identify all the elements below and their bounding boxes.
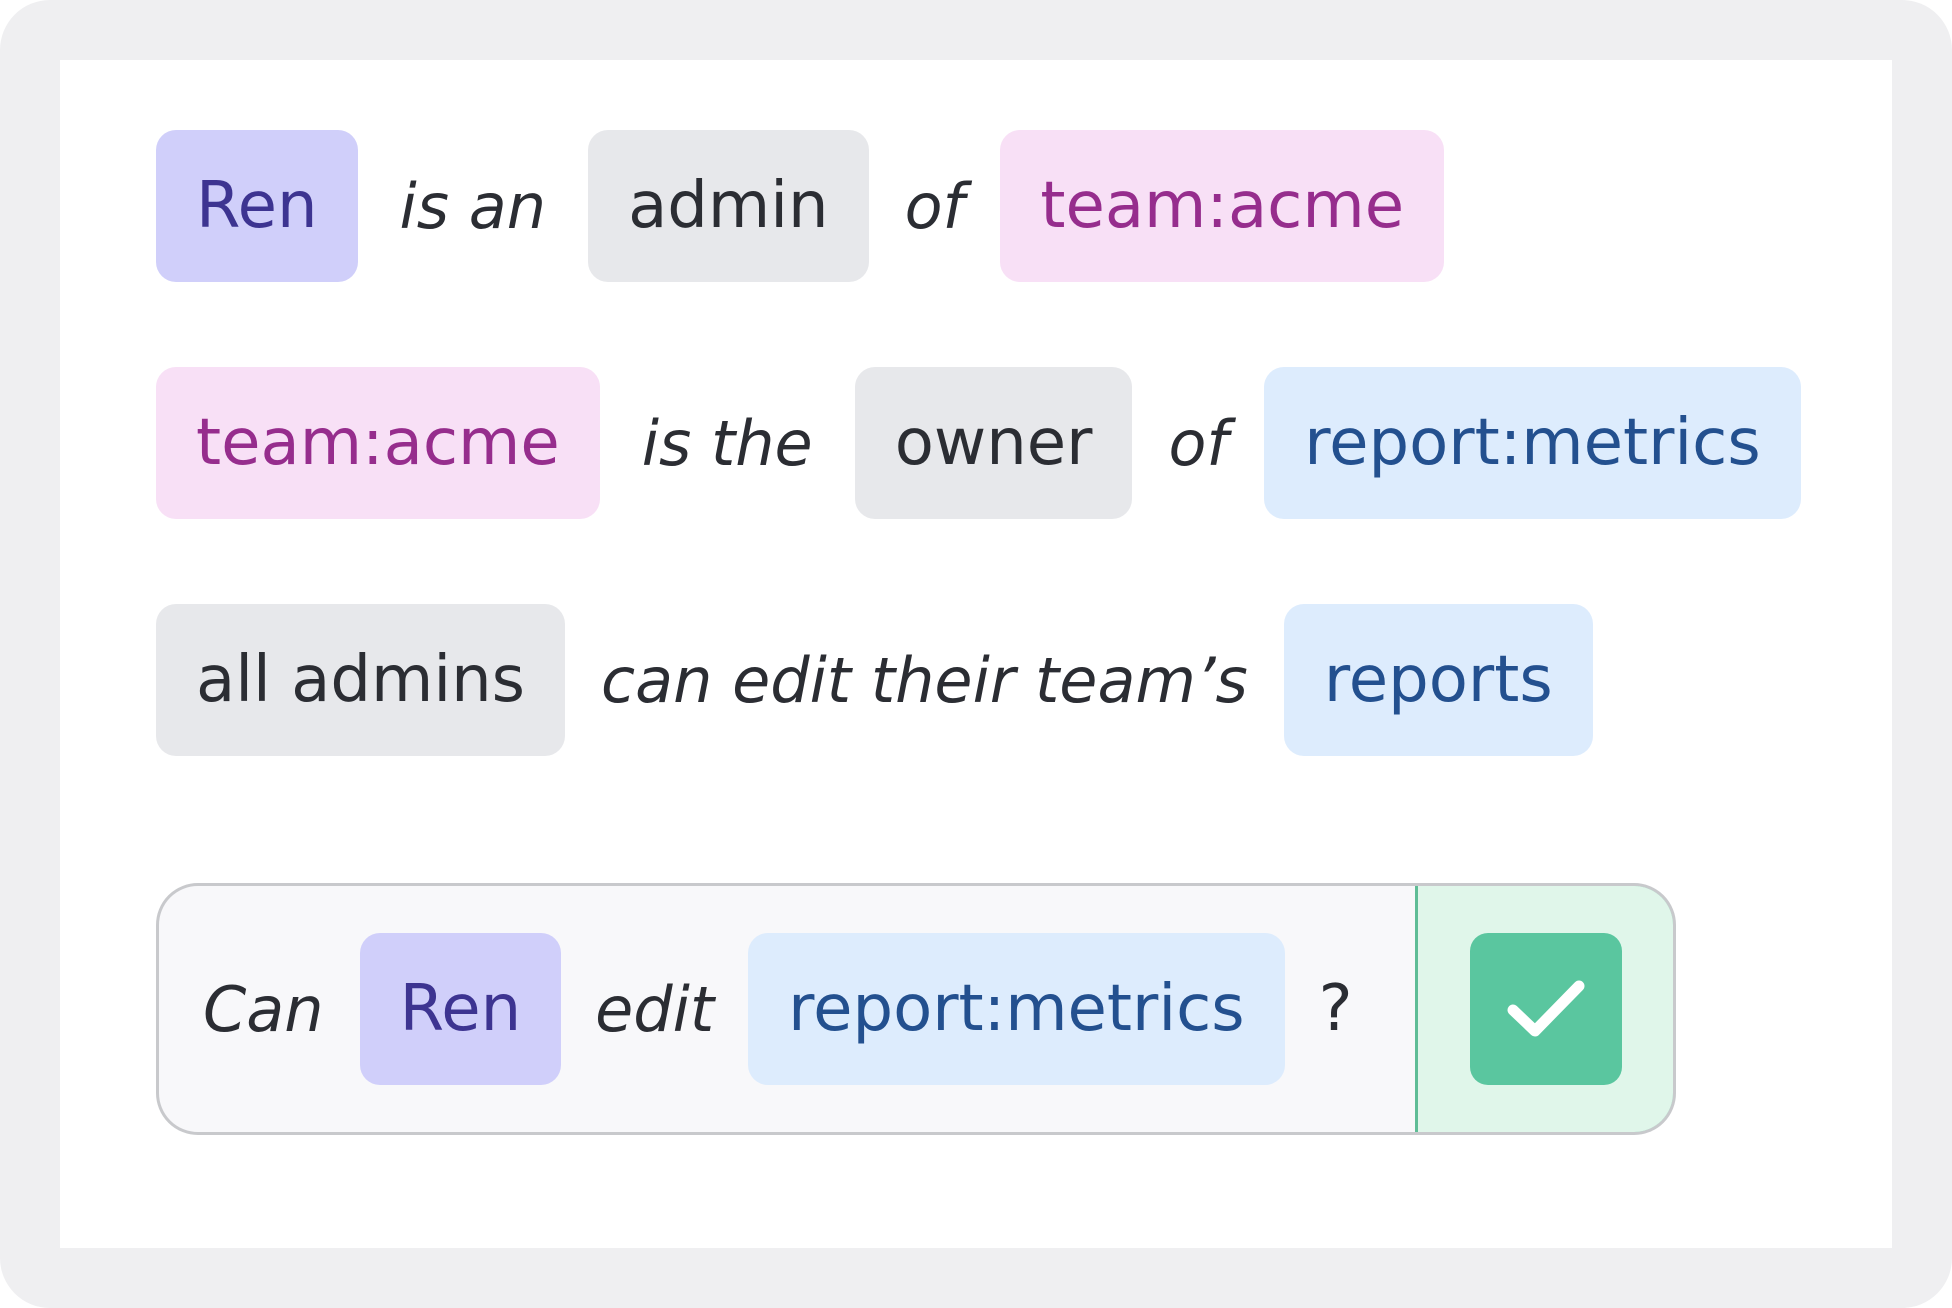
question-mark: ? [1318, 972, 1353, 1046]
object-chip: reports [1283, 604, 1593, 756]
statement-row-2: team:acme is the owner of report:metrics [156, 367, 1801, 519]
connector-text: of [904, 169, 965, 243]
subject-chip: Ren [156, 130, 358, 282]
connector-text: is the [641, 406, 813, 480]
query-result [1415, 886, 1673, 1132]
statement-row-3: all admins can edit their team’s reports [156, 604, 1593, 756]
subject-chip: team:acme [156, 367, 600, 519]
relation-chip: owner [854, 367, 1133, 519]
object-chip: report:metrics [1264, 367, 1801, 519]
checkmark-icon [1469, 933, 1622, 1085]
relation-chip: admin [588, 130, 869, 282]
query-object-chip: report:metrics [748, 933, 1285, 1085]
connector-text: can edit their team’s [601, 643, 1248, 717]
query-verb: edit [595, 972, 715, 1046]
object-chip: team:acme [1000, 130, 1445, 282]
query-subject-chip: Ren [359, 933, 562, 1085]
checkmark-glyph [1507, 980, 1584, 1037]
query-prefix: Can [203, 972, 324, 1046]
query-sentence: Can Ren edit report:metrics ? [159, 886, 1415, 1132]
subject-chip: all admins [156, 604, 565, 756]
permission-query: Can Ren edit report:metrics ? [156, 883, 1676, 1135]
connector-text: is an [399, 169, 547, 243]
rules-panel: Ren is an admin of team:acme team:acme i… [60, 60, 1892, 1248]
connector-text: of [1168, 406, 1229, 480]
statement-row-1: Ren is an admin of team:acme [156, 130, 1445, 282]
